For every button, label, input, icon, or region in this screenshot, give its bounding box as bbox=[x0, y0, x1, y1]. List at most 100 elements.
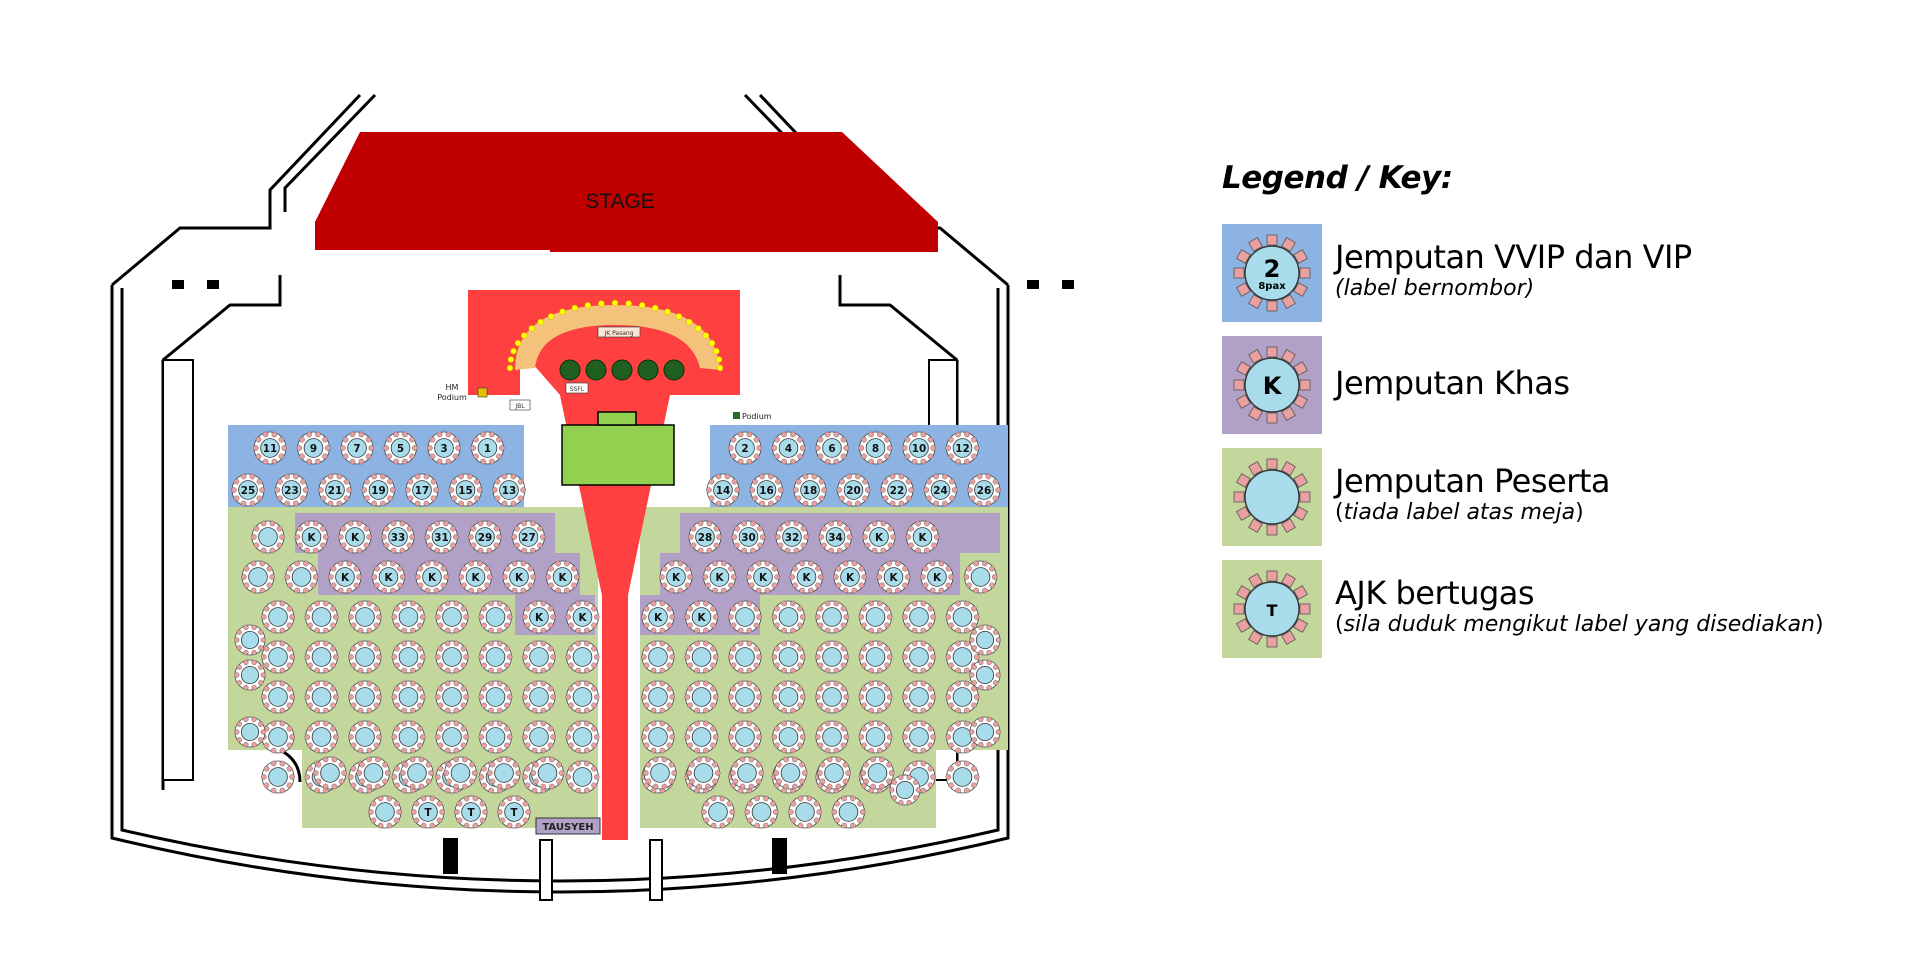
chair bbox=[520, 560, 527, 567]
chair bbox=[668, 560, 675, 567]
chair bbox=[358, 431, 365, 438]
chair bbox=[666, 662, 673, 669]
table-label: K bbox=[428, 572, 437, 584]
chair bbox=[730, 770, 736, 776]
chair bbox=[448, 487, 455, 493]
swatch-chair bbox=[1299, 491, 1311, 503]
chair bbox=[460, 685, 467, 692]
chair bbox=[236, 680, 242, 686]
chair bbox=[531, 640, 538, 647]
chair bbox=[524, 645, 531, 652]
chair bbox=[584, 640, 590, 647]
chair bbox=[792, 582, 798, 589]
swatch-chair bbox=[1233, 491, 1245, 503]
chair bbox=[430, 495, 437, 502]
chair bbox=[886, 734, 893, 740]
chair bbox=[259, 587, 266, 594]
chair bbox=[393, 431, 399, 438]
chair bbox=[517, 495, 524, 502]
chair bbox=[978, 741, 984, 748]
chair bbox=[797, 645, 803, 652]
chair bbox=[891, 779, 897, 785]
chair bbox=[471, 770, 478, 776]
chair bbox=[427, 542, 433, 549]
chair bbox=[243, 624, 249, 631]
table-top bbox=[335, 567, 355, 587]
chair bbox=[771, 582, 778, 589]
chair bbox=[641, 694, 647, 700]
vip-swatch-pax: 8pax bbox=[1258, 281, 1286, 292]
swatch-chair bbox=[1281, 461, 1296, 476]
chair bbox=[260, 637, 266, 643]
chair bbox=[406, 525, 413, 532]
chair bbox=[797, 622, 803, 629]
chair bbox=[851, 587, 858, 594]
chair bbox=[824, 747, 831, 754]
vip-swatch-number: 2 bbox=[1264, 255, 1281, 283]
table-label: K bbox=[846, 572, 855, 584]
chair bbox=[401, 720, 407, 727]
chair bbox=[481, 685, 487, 692]
round-table: 17 bbox=[404, 473, 440, 507]
chair bbox=[307, 622, 313, 629]
chair bbox=[948, 782, 954, 789]
chair bbox=[730, 622, 737, 629]
chair bbox=[868, 720, 874, 727]
table-top bbox=[311, 727, 332, 747]
chair bbox=[902, 582, 908, 589]
chair bbox=[948, 574, 955, 580]
chair bbox=[350, 685, 357, 692]
chair bbox=[284, 473, 290, 480]
chair bbox=[882, 495, 889, 502]
round-table bbox=[701, 795, 736, 829]
chair bbox=[486, 574, 493, 580]
chair bbox=[927, 725, 934, 732]
chair bbox=[489, 458, 495, 465]
round-table: K bbox=[545, 560, 580, 594]
chair bbox=[263, 742, 270, 749]
chair bbox=[850, 795, 856, 802]
chair bbox=[366, 667, 373, 674]
round-table bbox=[771, 720, 806, 754]
chair bbox=[890, 534, 897, 540]
table-top bbox=[691, 607, 712, 627]
chair bbox=[504, 702, 510, 709]
chair bbox=[800, 542, 807, 549]
arc-bulb bbox=[638, 302, 646, 309]
chair bbox=[417, 702, 423, 709]
swatch-chair bbox=[1266, 300, 1278, 312]
chair bbox=[540, 756, 546, 763]
chair bbox=[905, 495, 912, 502]
chair bbox=[861, 725, 867, 732]
chair bbox=[303, 560, 309, 567]
chair bbox=[504, 645, 510, 652]
chair bbox=[689, 778, 695, 785]
chair bbox=[591, 662, 597, 669]
table-top bbox=[442, 727, 462, 747]
chair bbox=[296, 445, 303, 451]
chair bbox=[506, 734, 513, 740]
chair bbox=[547, 605, 554, 612]
round-table bbox=[260, 680, 296, 714]
chair bbox=[286, 782, 293, 789]
chair bbox=[436, 800, 443, 807]
table-label: K bbox=[918, 532, 927, 544]
table-top bbox=[355, 687, 375, 707]
round-table bbox=[565, 760, 600, 794]
chair bbox=[964, 680, 970, 687]
chair bbox=[259, 487, 266, 493]
table-top bbox=[952, 767, 973, 787]
chair bbox=[401, 640, 407, 647]
chair bbox=[330, 622, 336, 629]
chair bbox=[797, 685, 803, 692]
chair bbox=[425, 778, 432, 785]
chair bbox=[356, 547, 363, 554]
chair bbox=[417, 622, 423, 629]
chair bbox=[842, 587, 849, 594]
chair bbox=[460, 725, 467, 732]
jk-pasang-label: JK Pasang bbox=[603, 330, 633, 337]
chair bbox=[497, 627, 503, 634]
table-label: K bbox=[351, 532, 360, 544]
chair bbox=[824, 707, 831, 714]
chair bbox=[347, 654, 354, 660]
